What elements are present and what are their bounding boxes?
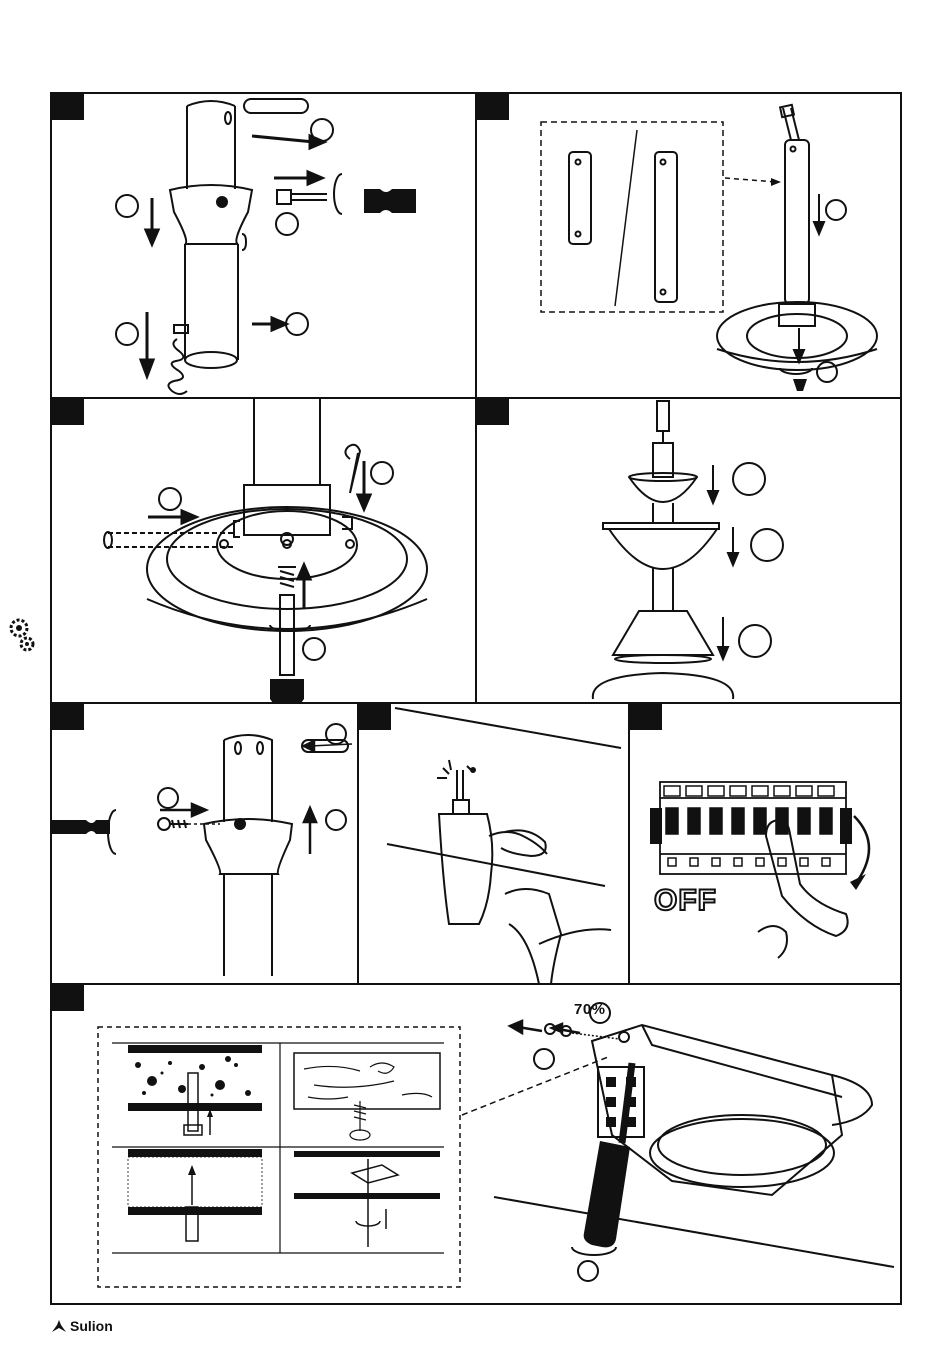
canopy-assembly-illustration — [477, 399, 902, 704]
hanger-screw-illustration — [52, 704, 360, 986]
step-panel-5 — [50, 702, 360, 986]
brand-footer: Sulion — [52, 1318, 113, 1334]
breaker-terminal — [690, 858, 698, 866]
downrod-options-illustration — [477, 94, 902, 399]
bracket-fixing-illustration — [52, 985, 902, 1305]
breaker-top — [796, 786, 812, 796]
breaker-terminal — [712, 858, 720, 866]
step-panel-4 — [475, 397, 902, 704]
breaker-top — [708, 786, 724, 796]
brand-name: Sulion — [70, 1318, 113, 1334]
sulion-logo-icon — [52, 1320, 66, 1332]
breaker-top — [818, 786, 834, 796]
breaker-terminal — [778, 858, 786, 866]
breaker-top — [774, 786, 790, 796]
step-panel-2 — [475, 92, 902, 399]
breaker-switch — [798, 808, 810, 834]
breaker-top — [664, 786, 680, 796]
breaker-panel-illustration — [630, 704, 902, 986]
breaker-top — [686, 786, 702, 796]
drilling-illustration — [359, 704, 631, 986]
step-panel-1 — [50, 92, 477, 399]
breaker-top — [752, 786, 768, 796]
breaker-terminal — [822, 858, 830, 866]
breaker-terminal — [734, 858, 742, 866]
step-panel-7: OFF — [628, 702, 902, 986]
breaker-terminal — [800, 858, 808, 866]
downrod-assembly-illustration — [52, 94, 477, 399]
breaker-switch — [710, 808, 722, 834]
breaker-terminal — [756, 858, 764, 866]
step-panel-8: 70% — [50, 983, 902, 1305]
breaker-switch — [732, 808, 744, 834]
percent-label: 70% — [574, 1001, 606, 1018]
breaker-switch — [754, 808, 766, 834]
mounting-pin-illustration — [52, 399, 477, 704]
step-panel-3 — [50, 397, 477, 704]
off-label: OFF — [654, 884, 717, 918]
step-panel-6 — [357, 702, 631, 986]
breaker-switch — [688, 808, 700, 834]
breaker-terminal — [668, 858, 676, 866]
breaker-top — [730, 786, 746, 796]
breaker-switch — [666, 808, 678, 834]
breaker-switch — [820, 808, 832, 834]
